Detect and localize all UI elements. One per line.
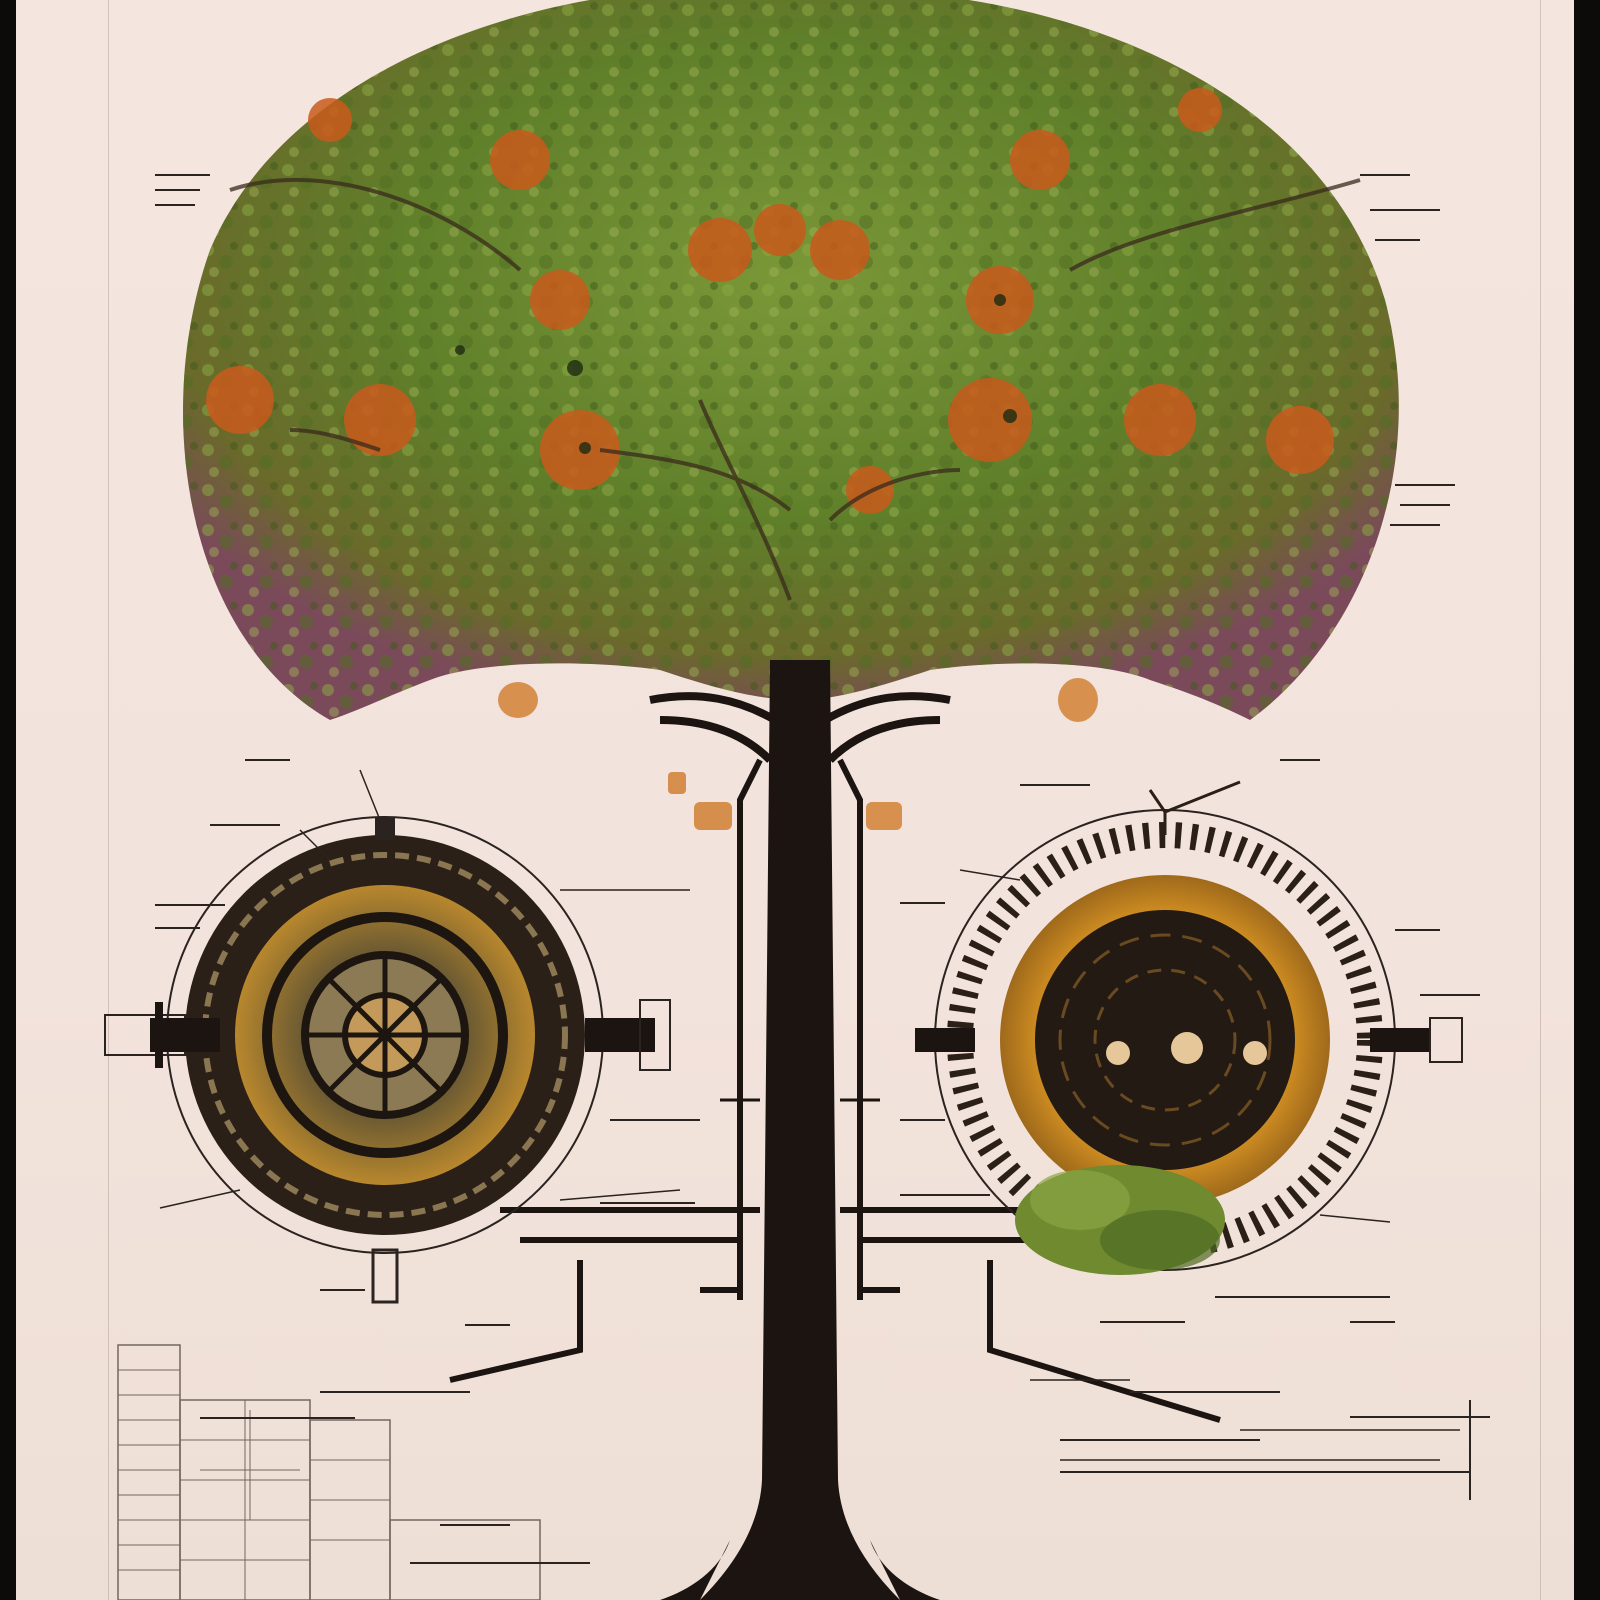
annotation-lines <box>159 769 1460 1461</box>
tree-canopy-icon <box>183 0 1399 720</box>
left-gear-icon <box>104 816 671 1304</box>
seal-marks <box>498 678 1098 830</box>
right-gear-icon <box>915 780 1463 1275</box>
right-margin-line <box>1540 0 1541 1600</box>
tree-trunk-icon <box>449 660 1221 1600</box>
scribble-marks <box>155 174 1490 1564</box>
left-margin-line <box>108 0 109 1600</box>
blueprint-building-icon <box>117 1344 541 1600</box>
